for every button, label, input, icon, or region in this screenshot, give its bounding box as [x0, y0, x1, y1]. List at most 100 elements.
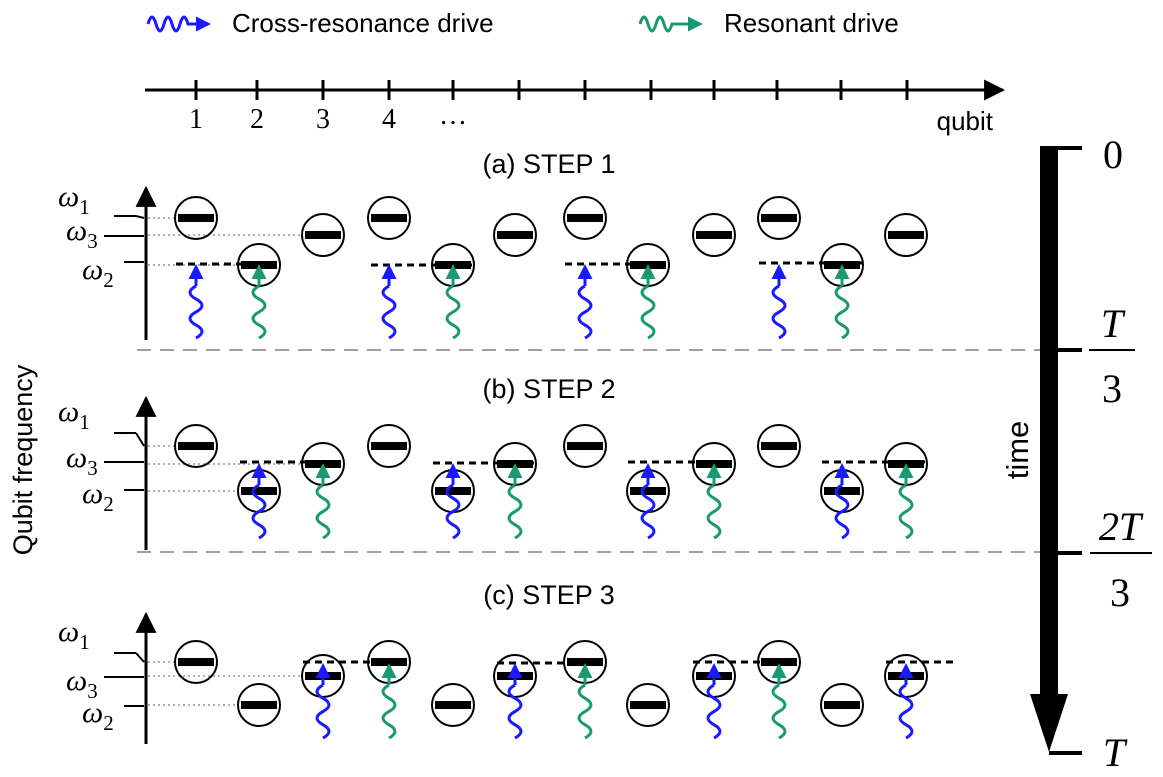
- cross-resonance-drive: [706, 683, 722, 740]
- qubit-circle: [692, 213, 736, 257]
- qubit-level-bar: [371, 442, 407, 450]
- qubit-circle: [174, 640, 218, 684]
- time-label-t3-denominator: 3: [1102, 366, 1122, 411]
- cross-resonance-drive: [251, 483, 267, 540]
- qubit-axis-label: qubit: [937, 106, 994, 136]
- qubit-axis-ticks: [194, 80, 909, 100]
- qubit-circle: [174, 196, 218, 240]
- cross-resonance-drive: [771, 284, 787, 340]
- qubit-level-bar: [305, 231, 341, 239]
- resonant-drive: [507, 483, 523, 540]
- resonant-drive: [445, 284, 461, 340]
- omega-1-subscript: 1: [79, 630, 90, 654]
- step-1-frequency-labels: ω1 ω3 ω2: [58, 180, 114, 292]
- qubit-circle: [301, 213, 345, 257]
- omega-2-subscript: 2: [103, 711, 114, 735]
- qubit-level-bar: [696, 231, 732, 239]
- qubit-level-bar: [824, 701, 860, 709]
- omega-2-subscript: 2: [103, 492, 114, 516]
- step-2-title: (b) STEP 2: [482, 374, 615, 404]
- cross-resonance-drive: [898, 683, 914, 740]
- omega-3-subscript: 3: [87, 229, 98, 253]
- qubit-tick-label-1: 1: [189, 104, 203, 135]
- qubit-tick-label-4: 4: [382, 104, 396, 135]
- omega-2-symbol: ω: [82, 477, 103, 510]
- time-label-2t3-numerator: 2T: [1099, 504, 1144, 549]
- omega-1-subscript: 1: [79, 410, 90, 434]
- legend: Cross-resonance drive Resonant drive: [146, 8, 899, 38]
- frequency-label-leader: [135, 432, 145, 447]
- qubit-circle: [367, 424, 411, 468]
- svg-text:ω1: ω1: [58, 180, 90, 219]
- qubit-level-bar: [435, 701, 471, 709]
- qubit-level-bar: [761, 214, 797, 222]
- qubit-tick-label-3: 3: [316, 104, 330, 135]
- omega-3-subscript: 3: [87, 679, 98, 703]
- svg-text:ω3: ω3: [66, 664, 98, 703]
- qubit-circle: [563, 424, 607, 468]
- svg-text:ω1: ω1: [58, 615, 90, 654]
- svg-text:ω2: ω2: [82, 253, 114, 292]
- time-label-t: T: [1103, 730, 1128, 775]
- qubit-level-bar: [567, 214, 603, 222]
- qubit-circle: [884, 213, 928, 257]
- qubit-frequency-axis-label: Qubit frequency: [8, 364, 38, 555]
- omega-1-symbol: ω: [58, 615, 79, 648]
- qubit-circle: [626, 683, 670, 727]
- resonant-drive: [898, 483, 914, 540]
- qubit-circle: [757, 424, 801, 468]
- step-1-panel: [104, 185, 928, 340]
- qubit-circle: [367, 196, 411, 240]
- qubit-circle: [563, 196, 607, 240]
- omega-2-symbol: ω: [82, 253, 103, 286]
- resonant-drive: [771, 683, 787, 740]
- step-1-title: (a) STEP 1: [482, 149, 615, 179]
- cross-resonance-drive: [315, 683, 331, 740]
- omega-1-subscript: 1: [79, 195, 90, 219]
- omega-1-symbol: ω: [58, 395, 79, 428]
- qubit-level-bar: [178, 214, 214, 222]
- cross-resonance-drive: [188, 284, 204, 340]
- time-label-0: 0: [1103, 132, 1123, 177]
- step-panels: [104, 185, 958, 744]
- cross-resonance-legend-label: Cross-resonance drive: [232, 8, 494, 38]
- resonant-drive: [381, 683, 397, 740]
- qubit-level-bar: [761, 442, 797, 450]
- qubit-circle: [237, 683, 281, 727]
- qubit-level-bar: [630, 701, 666, 709]
- qubit-axis: 1 2 3 4 … qubit: [145, 79, 1006, 136]
- cross-resonance-drive: [577, 284, 593, 340]
- time-axis-arrowhead: [1030, 694, 1068, 752]
- resonant-drive: [251, 284, 267, 340]
- frequency-label-leader: [135, 215, 145, 219]
- cross-resonance-drive: [445, 483, 461, 540]
- time-label-t3-numerator: T: [1101, 301, 1126, 346]
- resonant-drive: [315, 483, 331, 540]
- qubit-circle: [820, 683, 864, 727]
- time-axis: 0 T 3 2T 3 T time: [1000, 132, 1152, 775]
- qubit-circle: [431, 683, 475, 727]
- qubit-circle: [493, 213, 537, 257]
- qubit-level-bar: [178, 658, 214, 666]
- qubit-level-bar: [824, 487, 860, 495]
- qubit-level-bar: [178, 442, 214, 450]
- resonant-drive: [834, 284, 850, 340]
- qubit-level-bar: [241, 701, 277, 709]
- time-axis-label: time: [1000, 421, 1035, 480]
- resonant-drive: [577, 683, 593, 740]
- step-2-panel: [104, 395, 928, 550]
- qubit-level-bar: [371, 214, 407, 222]
- omega-2-symbol: ω: [82, 696, 103, 729]
- step-2-frequency-labels: ω1 ω3 ω2: [58, 395, 114, 516]
- time-label-2t3-denominator: 3: [1110, 570, 1130, 615]
- step-3-panel: [104, 611, 958, 744]
- svg-text:ω2: ω2: [82, 696, 114, 735]
- time-axis-bar: [1040, 146, 1058, 696]
- omega-3-subscript: 3: [87, 456, 98, 480]
- resonant-legend-icon: [638, 15, 703, 33]
- cross-resonance-drive: [381, 284, 397, 340]
- qubit-level-bar: [630, 487, 666, 495]
- qubit-tick-label-ellipsis: …: [439, 100, 467, 131]
- qubit-circle: [757, 196, 801, 240]
- resonant-drive: [640, 284, 656, 340]
